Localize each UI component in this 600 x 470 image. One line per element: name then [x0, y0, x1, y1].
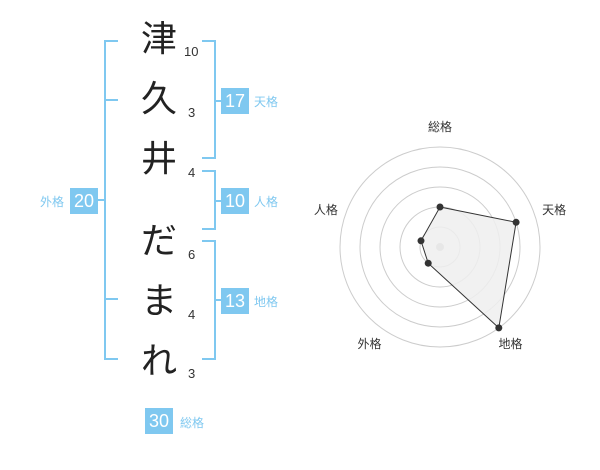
chikaku-tick: [216, 299, 222, 301]
radar-point-4: [424, 259, 432, 267]
gaikaku-bracket: [104, 40, 118, 360]
jinkaku-value-box: 10: [221, 188, 249, 214]
radar-axis-label-1: 総格: [428, 119, 452, 134]
name-char-6: れ: [140, 341, 177, 382]
stroke-count-2: 3: [188, 105, 196, 120]
radar-point-2: [512, 218, 520, 226]
gaikaku-value-box: 20: [70, 188, 98, 214]
radar-axis-label-4: 外格: [357, 336, 381, 351]
jinkaku-label: 人格: [254, 195, 279, 209]
tenkaku-value-box: 17: [221, 88, 249, 114]
radar-axis-label-3: 地格: [498, 336, 522, 351]
stroke-count-6: 3: [188, 366, 196, 381]
stroke-count-1: 10: [184, 44, 199, 59]
chikaku-value-box: 13: [221, 288, 249, 314]
stroke-count-5: 4: [188, 307, 196, 322]
radar-polygon: [420, 206, 517, 329]
radar-axis-label-5: 人格: [314, 202, 338, 217]
name-char-2: 久: [140, 79, 177, 120]
radar-grid-ring-5: [339, 146, 541, 348]
name-char-1: 津: [140, 19, 177, 60]
radar-grid-ring-4: [359, 166, 521, 328]
name-char-3: 井: [140, 139, 177, 180]
tenkaku-tick: [216, 100, 222, 102]
stroke-count-4: 6: [188, 247, 196, 262]
stroke-count-3: 4: [188, 165, 196, 180]
radar-point-5: [417, 237, 425, 245]
chikaku-bracket: [202, 240, 216, 360]
gaikaku-label: 外格: [40, 195, 65, 209]
radar-point-3: [495, 324, 503, 332]
tenkaku-bracket: [202, 40, 216, 159]
left-divider-2: [104, 298, 118, 300]
soukaku-value-box: 30: [145, 408, 173, 434]
jinkaku-tick: [216, 200, 222, 202]
name-char-5: ま: [140, 281, 177, 322]
radar-point-1: [436, 203, 444, 211]
soukaku-label: 総格: [180, 416, 205, 430]
left-divider-1: [104, 99, 118, 101]
chikaku-label: 地格: [254, 295, 279, 309]
jinkaku-bracket: [202, 170, 216, 230]
gaikaku-tick: [92, 199, 104, 201]
tenkaku-label: 天格: [254, 95, 279, 109]
radar-axis-label-2: 天格: [542, 202, 566, 217]
name-char-4: だ: [140, 221, 177, 262]
